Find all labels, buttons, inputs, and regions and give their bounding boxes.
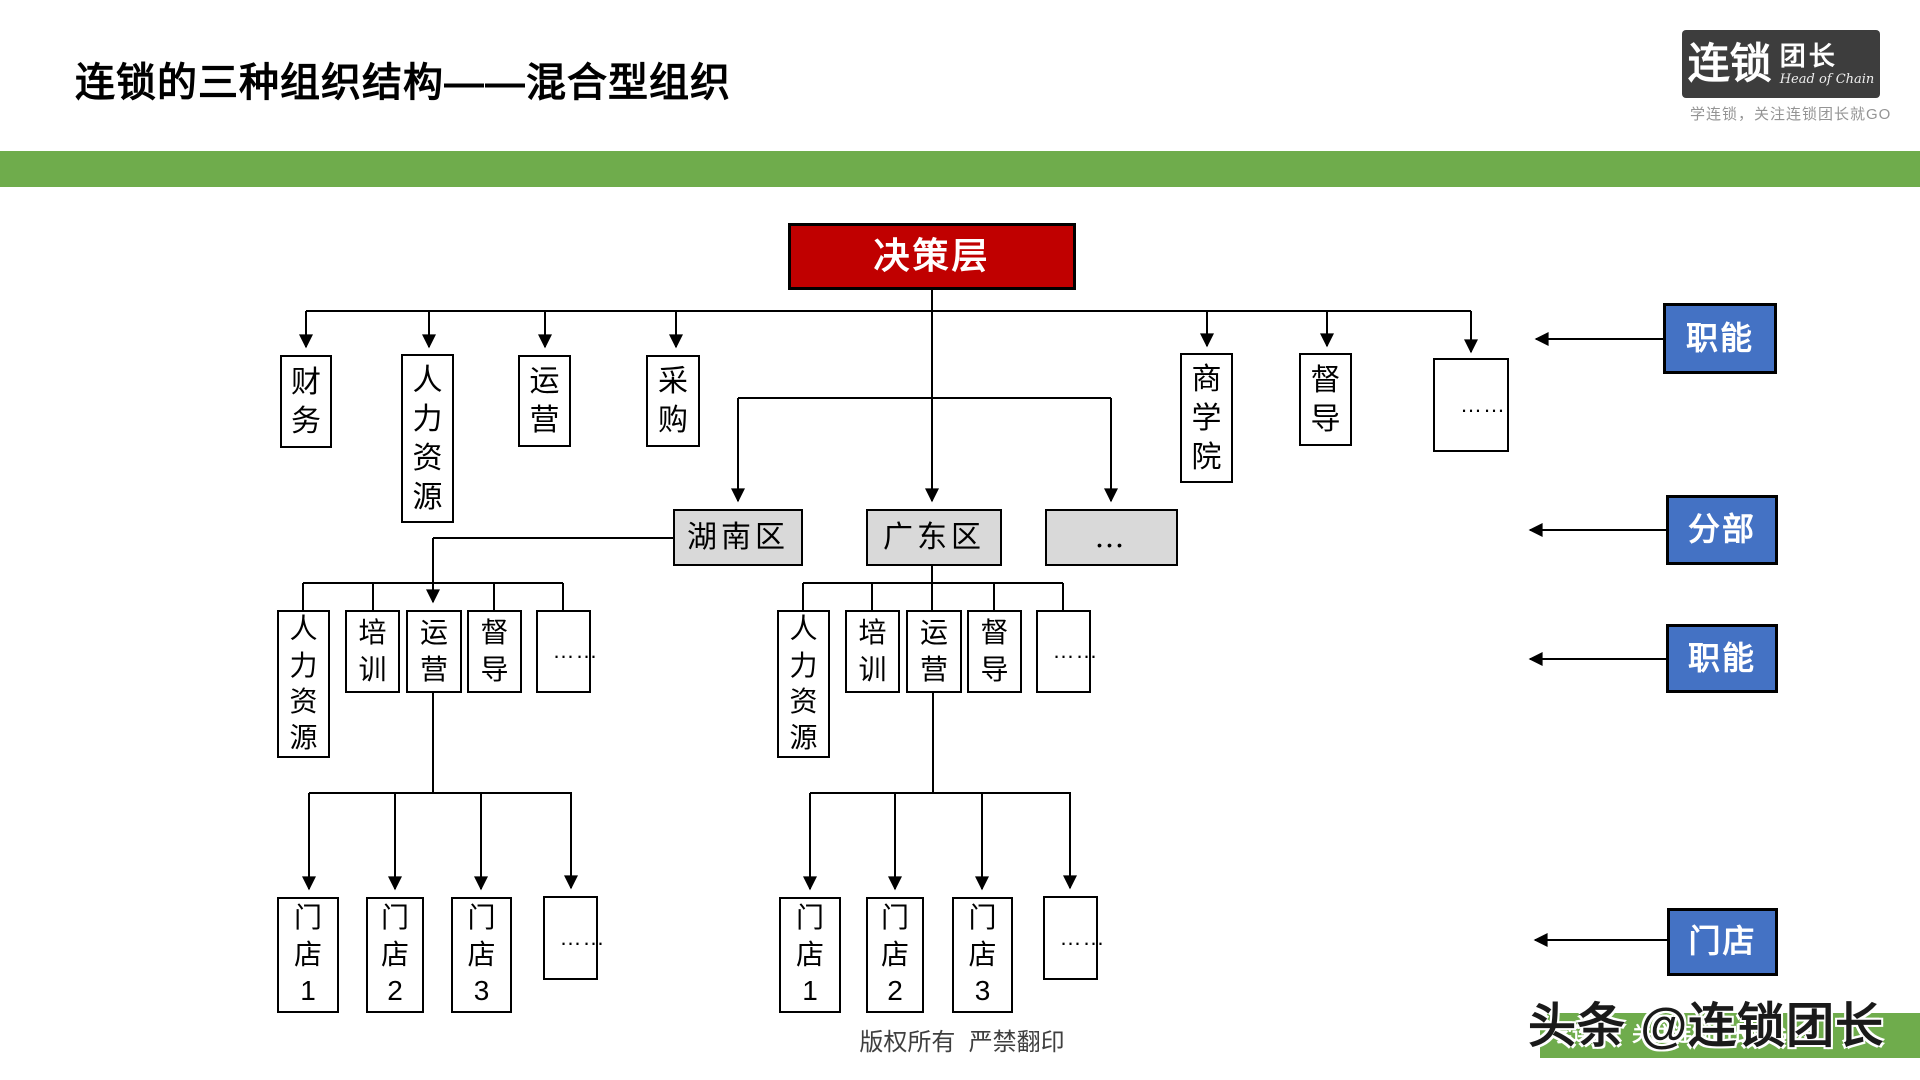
org-node-hq-more: ……: [1433, 358, 1509, 452]
org-node-gd-more-label: ……: [1052, 638, 1099, 664]
org-node-hq-supervision-label: 督导: [1310, 363, 1341, 436]
org-node-hq-finance: 财务: [280, 355, 332, 448]
org-node-hn-more-label: ……: [552, 638, 599, 664]
logo-brand-right: 团长 Head of Chain: [1780, 43, 1875, 86]
org-node-hq-business-school: 商学院: [1180, 353, 1233, 483]
org-node-hn-store-1: 门店1: [277, 897, 339, 1013]
org-node-gd-more: ……: [1036, 610, 1099, 693]
org-node-hq-operations-label: 运营: [529, 365, 560, 437]
org-node-gd-training-label: 培训: [858, 617, 887, 685]
org-node-hq-hr: 人力资源: [401, 354, 454, 523]
logo-brand-subtitle: Head of Chain: [1779, 71, 1875, 87]
org-node-hn-training-label: 培训: [358, 617, 387, 685]
org-node-root-label: 决策层: [873, 235, 991, 277]
org-node-branch-hunan: 湖南区: [673, 509, 803, 566]
org-node-gd-operations: 运营: [906, 610, 962, 693]
watermark-slogan: 学连锁，关注连锁团长就GO: [1552, 1024, 1804, 1046]
org-node-gd-store-3: 门店3: [952, 897, 1013, 1013]
org-node-hn-store-more-label: ……: [559, 924, 606, 950]
side-label-division: 分部: [1666, 495, 1778, 565]
org-node-gd-store-more-label: ……: [1059, 924, 1106, 950]
org-node-hq-business-school-label: 商学院: [1191, 362, 1222, 474]
org-node-hq-procurement: 采购: [646, 355, 700, 447]
org-node-hq-operations: 运营: [518, 355, 571, 447]
org-node-hn-supervision: 督导: [467, 610, 522, 693]
side-label-functions-top: 职能: [1663, 303, 1777, 374]
org-node-hn-operations-label: 运营: [420, 617, 449, 685]
org-node-hq-procurement-label: 采购: [658, 365, 688, 437]
side-label-division-label: 分部: [1687, 511, 1756, 548]
org-node-branch-guangdong-label: 广东区: [883, 520, 985, 555]
watermark-handle: 头条 @连锁团长: [1528, 1000, 1885, 1053]
org-node-gd-hr: 人力资源: [777, 610, 830, 758]
org-node-hq-supervision: 督导: [1299, 353, 1352, 446]
logo-brand-bold: 连锁: [1687, 40, 1772, 87]
org-node-hn-hr-label: 人力资源: [289, 613, 318, 754]
org-node-hq-hr-label: 人力资源: [412, 363, 443, 514]
side-label-functions-branch: 职能: [1666, 624, 1778, 693]
org-node-hn-more: ……: [536, 610, 599, 693]
org-node-gd-store-2-label: 门店2: [881, 902, 910, 1007]
org-node-hn-hr: 人力资源: [277, 610, 330, 758]
org-node-hn-store-more: ……: [543, 896, 606, 980]
copyright-notice: 版权所有 严禁翻印: [859, 1029, 1065, 1056]
org-node-root: 决策层: [788, 223, 1076, 290]
org-node-gd-supervision: 督导: [967, 610, 1022, 693]
org-node-hn-store-3-label: 门店3: [467, 902, 496, 1007]
org-node-branch-guangdong: 广东区: [866, 509, 1002, 566]
org-node-branch-hunan-label: 湖南区: [687, 520, 789, 555]
page-title: 连锁的三种组织结构——混合型组织: [75, 61, 731, 105]
org-node-gd-store-1: 门店1: [779, 897, 841, 1013]
org-node-gd-store-more: ……: [1043, 896, 1106, 980]
org-node-hn-store-2: 门店2: [366, 897, 424, 1013]
org-node-hn-training: 培训: [345, 610, 400, 693]
org-node-hq-finance-label: 财务: [291, 365, 321, 438]
logo-brand-outline: 团长: [1779, 40, 1838, 71]
brand-logo: 连锁 团长 Head of Chain: [1682, 30, 1880, 98]
org-node-gd-hr-label: 人力资源: [789, 613, 818, 754]
side-label-functions-top-label: 职能: [1685, 319, 1754, 356]
side-label-functions-branch-label: 职能: [1687, 639, 1756, 676]
watermark-band: 学连锁，关注连锁团长就GO: [1540, 1013, 1920, 1058]
org-node-hn-store-2-label: 门店2: [381, 902, 410, 1007]
org-node-gd-training: 培训: [845, 610, 900, 693]
side-label-stores-label: 门店: [1688, 923, 1757, 960]
org-node-gd-store-3-label: 门店3: [968, 902, 997, 1007]
org-node-hq-more-label: ……: [1460, 391, 1506, 417]
org-node-gd-operations-label: 运营: [920, 617, 949, 685]
side-label-stores: 门店: [1667, 908, 1778, 976]
org-node-gd-supervision-label: 督导: [980, 617, 1009, 685]
org-node-hn-supervision-label: 督导: [480, 617, 509, 685]
org-node-gd-store-1-label: 门店1: [796, 902, 825, 1007]
green-divider-band: [0, 151, 1920, 187]
org-node-gd-store-2: 门店2: [866, 897, 924, 1013]
logo-slogan: 学连锁，关注连锁团长就GO: [1690, 106, 1892, 123]
org-node-branch-more-label: …: [1094, 520, 1129, 555]
org-node-branch-more: …: [1045, 509, 1178, 566]
org-node-hn-store-1-label: 门店1: [294, 902, 323, 1007]
org-node-hn-operations: 运营: [406, 610, 462, 693]
org-node-hn-store-3: 门店3: [451, 897, 512, 1013]
